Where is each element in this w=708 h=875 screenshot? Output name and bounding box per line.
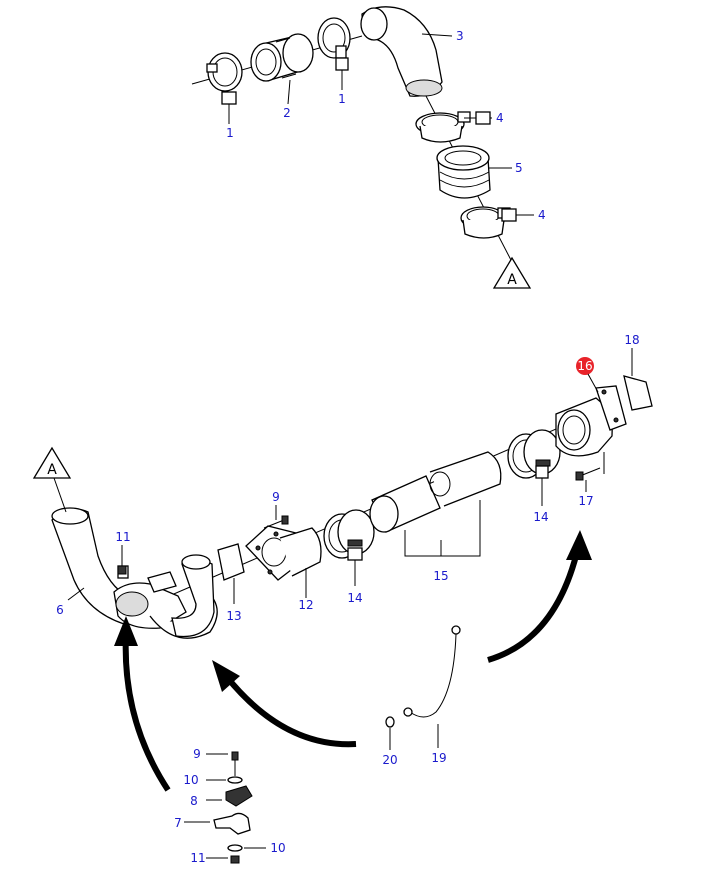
callout-7: 7 [174, 816, 182, 830]
callout-5: 5 [515, 161, 523, 175]
upper-pipe-assembly [191, 6, 534, 263]
callout-14-left: 14 [347, 591, 362, 605]
callout-15: 15 [433, 569, 448, 583]
bracket-stack [184, 751, 266, 864]
callout-8: 8 [190, 794, 198, 808]
rubber-sleeve-part-5 [436, 145, 491, 199]
callout-11-top: 11 [115, 530, 130, 544]
reference-triangle-a-top: A [492, 256, 532, 289]
gasket-part-13 [217, 543, 245, 604]
clamp-part-14-right [507, 429, 561, 506]
bolt-part-17 [575, 467, 601, 492]
clamp-part-14-left [323, 509, 375, 586]
callout-4-lower: 4 [538, 208, 546, 222]
elbow-pipe-part-3 [360, 6, 443, 97]
highlight-marker-16 [576, 357, 599, 393]
callout-1-right: 1 [338, 92, 346, 106]
adapter-part-12 [245, 525, 322, 598]
clamp-part-4-lower [460, 206, 511, 239]
reference-triangle-a-left: A [32, 446, 72, 513]
callout-20: 20 [382, 753, 397, 767]
sleeve-part-2 [250, 33, 314, 82]
clamp-part-1-left [206, 52, 243, 92]
callout-11-bottom: 11 [190, 851, 205, 865]
callout-6: 6 [56, 603, 64, 617]
bolt-part-9-top [263, 505, 289, 529]
callout-1-left: 1 [226, 126, 234, 140]
callout-10-lower: 10 [270, 841, 285, 855]
washer-part-20 [385, 716, 395, 750]
reference-label-a-left: A [47, 462, 57, 478]
outlet-part-16 [555, 385, 627, 474]
elbow-pipe-section [171, 554, 215, 638]
callout-4-upper: 4 [496, 111, 504, 125]
callout-14-right: 14 [533, 510, 548, 524]
gasket-part-18 [623, 348, 653, 411]
pipe-part-15 [369, 451, 502, 557]
callout-12: 12 [298, 598, 313, 612]
callout-9-bottom: 9 [193, 747, 201, 761]
callout-18: 18 [624, 333, 639, 347]
callout-3: 3 [456, 29, 464, 43]
callout-2: 2 [283, 106, 291, 120]
callout-16: 16 [577, 359, 592, 373]
callout-19: 19 [431, 751, 446, 765]
callout-13: 13 [226, 609, 241, 623]
callout-10-upper: 10 [183, 773, 198, 787]
ground-cable-part-19 [403, 625, 461, 748]
callout-17: 17 [578, 494, 593, 508]
callout-9-top: 9 [272, 490, 280, 504]
nut-part-11-top [117, 545, 127, 575]
assembly-arrows [114, 530, 592, 792]
pipe-part-6 [51, 507, 133, 625]
main-pipe-assembly [51, 348, 653, 639]
callout-labels: 1 2 1 3 4 5 4 18 16 9 11 6 13 12 14 15 1… [56, 29, 639, 865]
clamp-part-4-upper [415, 111, 471, 143]
reference-label-a-top: A [507, 272, 517, 288]
clamp-part-1-right [317, 17, 351, 59]
